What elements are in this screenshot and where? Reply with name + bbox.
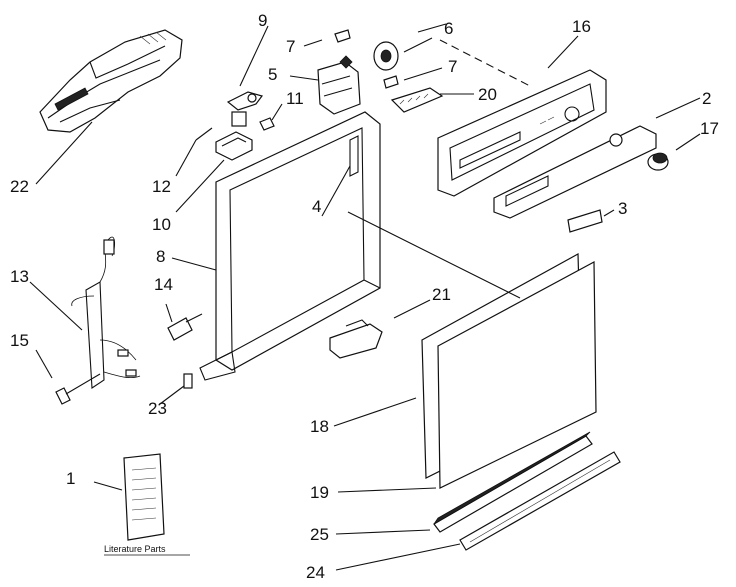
- part-22-clip: [329, 319, 383, 359]
- part-3-label: [567, 209, 603, 233]
- callout-11: 11: [286, 89, 304, 108]
- part-16-panel: [437, 69, 607, 197]
- callout-4: 4: [312, 197, 321, 216]
- callout-19: 19: [310, 483, 329, 502]
- part-24-clip: [183, 373, 193, 389]
- part-6-knob: [373, 41, 399, 71]
- callout-2: 2: [702, 89, 711, 108]
- callout-13: 13: [10, 267, 29, 286]
- callout-9: 9: [258, 11, 267, 30]
- part-13-harness: [71, 236, 141, 389]
- part-12-pin: [195, 127, 213, 141]
- leader-lines: [29, 23, 701, 571]
- part-1-literature: [123, 453, 165, 541]
- part-17-knob: [647, 152, 669, 171]
- part-15-screw: [55, 373, 101, 405]
- callout-labels: 9 7 5 6 7 20 16 2 17 3 11 12 10 8 4 22 1…: [10, 11, 719, 582]
- part-23-housing: [39, 29, 183, 133]
- callout-10: 10: [152, 215, 171, 234]
- callout-15: 15: [10, 331, 29, 350]
- part-14-sensor: [167, 313, 203, 341]
- part-5-switch: [317, 55, 361, 115]
- part-25-trim: [433, 431, 593, 533]
- callout-25: 25: [310, 525, 329, 544]
- callout-12: 12: [152, 177, 171, 196]
- callout-21: 20: [478, 85, 497, 104]
- callout-17: 17: [700, 119, 719, 138]
- callout-20: 24: [306, 563, 325, 582]
- callout-7-top: 7: [286, 37, 295, 56]
- callout-22: 21: [432, 285, 451, 304]
- callout-24: 23: [148, 399, 167, 418]
- part-11-screw: [259, 117, 275, 131]
- literature-parts-caption: Literature Parts: [104, 544, 166, 554]
- part-20-trim: [459, 451, 621, 551]
- part-2-panel-plate: [493, 125, 657, 219]
- callout-3: 3: [618, 199, 627, 218]
- part-18-door-panel: [421, 252, 597, 489]
- part-8-frame: [199, 111, 381, 381]
- callout-16: 16: [572, 17, 591, 36]
- part-21-connector: [390, 87, 444, 113]
- callout-5: 5: [268, 65, 277, 84]
- part-10-bracket: [215, 111, 253, 161]
- part-7-screw-top: [334, 29, 351, 43]
- callout-7-right: 7: [448, 57, 457, 76]
- callout-1: 1: [66, 469, 75, 488]
- part-9-clip: [226, 91, 264, 111]
- callout-14: 14: [154, 275, 173, 294]
- callout-6: 6: [444, 19, 453, 38]
- callout-8: 8: [156, 247, 165, 266]
- callout-18: 18: [310, 417, 329, 436]
- callout-23: 22: [10, 177, 29, 196]
- part-7-screw-right: [383, 75, 399, 89]
